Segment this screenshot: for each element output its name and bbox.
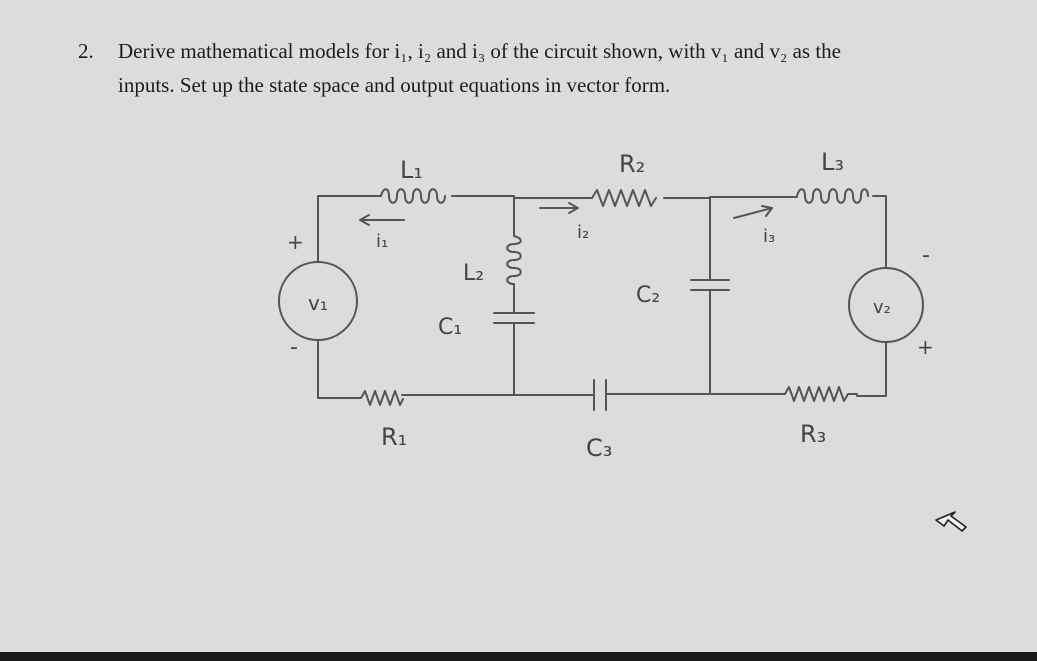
label-c2: C₂ — [636, 283, 660, 308]
wire-right-bottom — [856, 341, 887, 397]
problem-statement: 2. Derive mathematical models for i₁, i₂ … — [78, 34, 1023, 102]
v2-minus-sign: - — [922, 243, 930, 268]
v2-plus-sign: + — [917, 335, 934, 359]
resistor-r1 — [360, 390, 404, 406]
label-r2: R₂ — [619, 150, 645, 178]
label-c3: C₃ — [586, 434, 612, 462]
problem-line-1: 2. Derive mathematical models for i₁, i₂ … — [78, 34, 1023, 68]
label-r3: R₃ — [800, 420, 826, 448]
label-i2: i₂ — [577, 222, 589, 243]
voltage-source-v1 — [278, 261, 358, 341]
resistor-r3 — [784, 386, 858, 402]
current-arrow-i2 — [539, 202, 579, 214]
label-r1: R₁ — [381, 423, 407, 451]
wire-left-bottom — [317, 339, 362, 399]
inductor-l3 — [796, 188, 869, 204]
label-l2: L₂ — [463, 261, 484, 286]
capacitor-c1 — [493, 312, 535, 324]
current-arrow-i3 — [733, 205, 773, 219]
inductor-l2 — [506, 235, 522, 285]
label-i3: i₃ — [763, 226, 775, 247]
label-l3: L₃ — [821, 148, 844, 176]
mouse-pointer-icon — [935, 511, 967, 532]
inductor-l1 — [380, 188, 446, 204]
current-arrow-i1 — [359, 214, 405, 226]
voltage-source-v2 — [848, 267, 924, 343]
wire-right-top — [872, 195, 887, 269]
label-c1: C₁ — [438, 315, 462, 340]
problem-text-line-1: Derive mathematical models for i₁, i₂ an… — [118, 39, 842, 63]
label-v2: v₂ — [873, 297, 891, 318]
resistor-r2 — [591, 189, 657, 207]
v1-minus-sign: - — [290, 335, 298, 360]
problem-number: 2. — [78, 39, 94, 63]
capacitor-c3 — [593, 379, 607, 411]
label-v1: v₁ — [308, 291, 328, 315]
bottom-edge-bar — [0, 652, 1037, 661]
wire-left-top — [317, 195, 382, 263]
problem-text-line-2: inputs. Set up the state space and outpu… — [118, 73, 671, 97]
capacitor-c2 — [690, 279, 730, 291]
label-i1: i₁ — [376, 231, 388, 252]
label-l1: L₁ — [400, 156, 423, 184]
v1-plus-sign: + — [287, 230, 304, 254]
